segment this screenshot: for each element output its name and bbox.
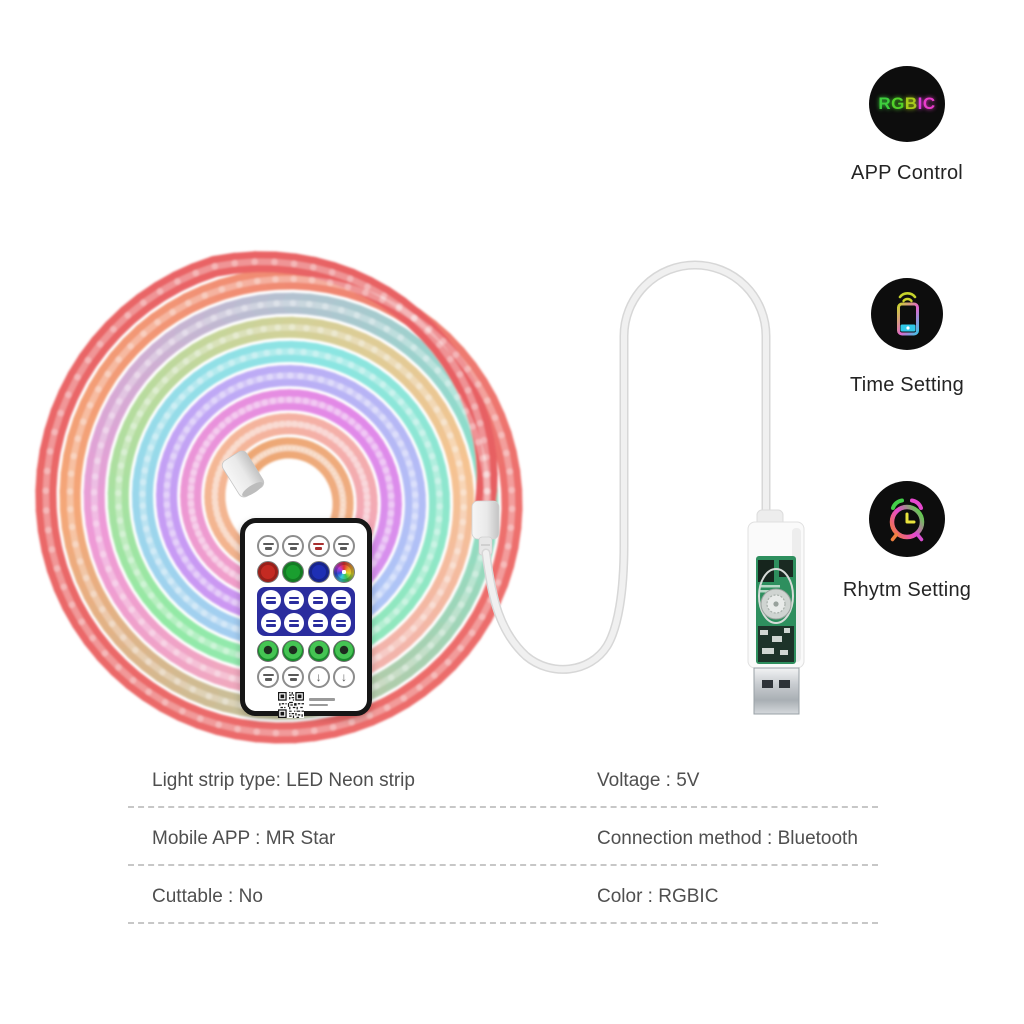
qr-code: [277, 692, 304, 718]
green-arrow-button: [307, 640, 330, 662]
remote-button: [332, 535, 355, 557]
spec-light-strip-type: Light strip type: LED Neon strip: [152, 770, 415, 791]
remote-bottom-row: ↓ ↓: [257, 666, 355, 688]
power-cable: [481, 260, 771, 674]
alarm-clock-icon: [869, 481, 945, 557]
strip-inner-end-cap: [221, 450, 265, 498]
brightness-down-button: ↓: [332, 666, 355, 688]
down-arrow-icon: ↓: [340, 670, 347, 684]
mode-button: [307, 613, 328, 633]
spec-row: Light strip type: LED Neon strip Voltage…: [128, 750, 878, 808]
spec-connection-method: Connection method : Bluetooth: [597, 828, 858, 849]
remote-mode-panel: [257, 587, 355, 636]
rgbic-badge-text: RGBIC: [878, 94, 936, 113]
mode-button: [331, 613, 352, 633]
rgbic-badge-icon: RGBIC: [869, 66, 945, 142]
feature-rhytm-setting: Rhytm Setting: [812, 481, 1002, 602]
feature-label: Rhytm Setting: [842, 579, 972, 601]
feature-app-control: RGBIC APP Control: [812, 66, 1002, 185]
green-arrow-button: [332, 640, 355, 662]
feature-label: APP Control: [851, 162, 963, 184]
remote-footer: [257, 692, 355, 718]
down-arrow-icon: ↓: [315, 670, 322, 684]
usb-controller: [747, 509, 805, 715]
remote-button: [307, 535, 330, 557]
remote-function-row: [257, 535, 355, 557]
remote-fine-print: [308, 698, 335, 706]
green-arrow-button: [282, 640, 305, 662]
red-color-button: [257, 561, 279, 583]
remote-control: ↓ ↓: [240, 518, 372, 718]
spec-row: Cuttable : No Color : RGBIC: [128, 866, 878, 924]
strip-outer-end-connector: [471, 500, 500, 556]
usb-plug: [753, 667, 800, 715]
blue-color-button: [307, 561, 330, 583]
brightness-down-button: ↓: [307, 666, 330, 688]
spec-voltage: Voltage : 5V: [597, 770, 700, 791]
green-arrow-button: [257, 640, 279, 662]
usb-pcb: [756, 556, 796, 664]
remote-speed-row: [257, 640, 355, 662]
mode-button: [260, 590, 281, 610]
rgb-wheel-button: [332, 561, 355, 583]
mode-button: [331, 590, 352, 610]
mode-button: [307, 590, 328, 610]
remote-button: [257, 666, 279, 688]
spec-row: Mobile APP : MR Star Connection method :…: [128, 808, 878, 866]
phone-wifi-icon: [871, 278, 943, 350]
spec-table: Light strip type: LED Neon strip Voltage…: [128, 750, 878, 924]
mode-button: [284, 613, 305, 633]
spec-cuttable: Cuttable : No: [152, 886, 263, 907]
spec-color: Color : RGBIC: [597, 886, 719, 907]
feature-label: Time Setting: [850, 374, 964, 396]
remote-button: [282, 535, 305, 557]
remote-color-row: [257, 561, 355, 583]
feature-time-setting: Time Setting: [812, 278, 1002, 397]
spec-mobile-app: Mobile APP : MR Star: [152, 828, 336, 849]
green-color-button: [282, 561, 305, 583]
remote-button: [282, 666, 305, 688]
mode-button: [284, 590, 305, 610]
remote-button: [257, 535, 279, 557]
mode-button: [260, 613, 281, 633]
